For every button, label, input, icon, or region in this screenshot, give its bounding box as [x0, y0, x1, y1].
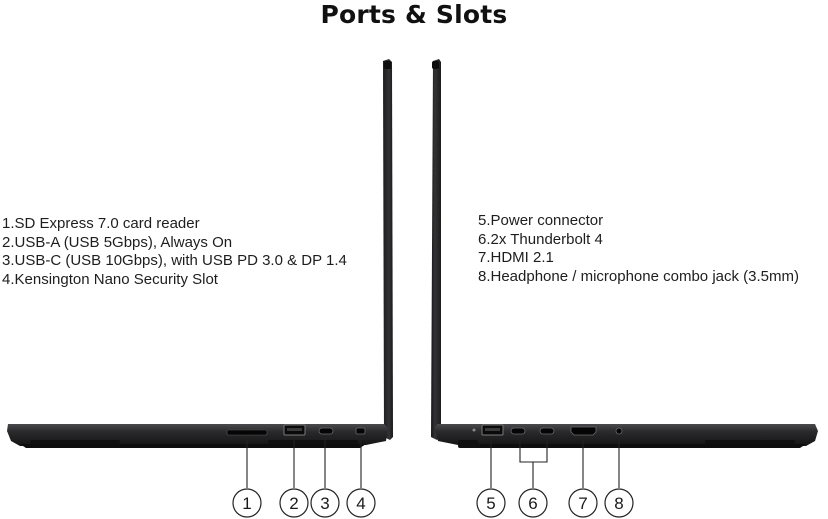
port-description-5: 5.Power connector [478, 212, 604, 229]
callout-circle-4 [346, 488, 376, 518]
callout-number-3: 3 [320, 494, 329, 513]
thunderbolt-port-2 [539, 427, 555, 435]
left-front-foot [30, 440, 120, 444]
thunderbolt-port-1 [510, 427, 526, 435]
right-base-bottom-edge [458, 444, 806, 448]
left-side-port-list: 1.SD Express 7.0 card reader 2.USB-A (US… [2, 215, 347, 289]
hdmi-port [570, 426, 597, 436]
left-lid-hinge-top [384, 61, 391, 69]
callout-number-6: 6 [528, 494, 537, 513]
right-lid [431, 59, 441, 440]
usb-c-port [318, 427, 334, 435]
sd-card-reader-slot [226, 429, 268, 436]
left-base-bottom-edge [20, 444, 366, 448]
callout-circles [232, 488, 634, 518]
callout-number-5: 5 [486, 494, 495, 513]
callout-circle-8 [604, 488, 634, 518]
right-side-port-list: 5.Power connector 6.2x Thunderbolt 4 7.H… [478, 212, 799, 286]
callout-lines [246, 435, 620, 488]
callout-circle-5 [476, 488, 506, 518]
callout-circle-7 [568, 488, 598, 518]
laptop-right-side [431, 59, 818, 448]
left-rear-foot [268, 440, 358, 444]
callout-number-2: 2 [289, 494, 298, 513]
leader-line-6 [519, 435, 548, 488]
port-description-1: 1.SD Express 7.0 card reader [2, 215, 200, 232]
callout-circle-1 [232, 488, 262, 518]
port-description-7: 7.HDMI 2.1 [478, 249, 554, 266]
right-rear-foot [458, 440, 478, 448]
port-description-3: 3.USB-C (USB 10Gbps), with USB PD 3.0 & … [2, 252, 347, 269]
power-connector-inner [485, 428, 500, 431]
laptop-left-side [7, 59, 393, 448]
callout-circle-6 [518, 488, 548, 518]
port-description-8: 8.Headphone / microphone combo jack (3.5… [478, 267, 799, 285]
kensington-slot [355, 427, 366, 435]
power-led [472, 428, 476, 432]
callout-number-1: 1 [242, 494, 251, 513]
callout-number-8: 8 [614, 494, 623, 513]
audio-jack [615, 427, 623, 435]
callout-number-7: 7 [578, 494, 587, 513]
callout-number-4: 4 [356, 494, 365, 513]
usb-a-port-inner [287, 428, 302, 431]
port-description-6: 6.2x Thunderbolt 4 [478, 230, 603, 248]
callout-circle-3 [310, 488, 340, 518]
port-description-2: 2.USB-A (USB 5Gbps), Always On [2, 233, 233, 251]
right-lid-hinge-top [432, 61, 439, 69]
right-front-foot [705, 440, 795, 444]
port-description-4: 4.Kensington Nano Security Slot [2, 270, 218, 288]
callout-circle-2 [279, 488, 309, 518]
page-title: Ports & Slots [320, 0, 508, 29]
left-lid [383, 59, 393, 440]
